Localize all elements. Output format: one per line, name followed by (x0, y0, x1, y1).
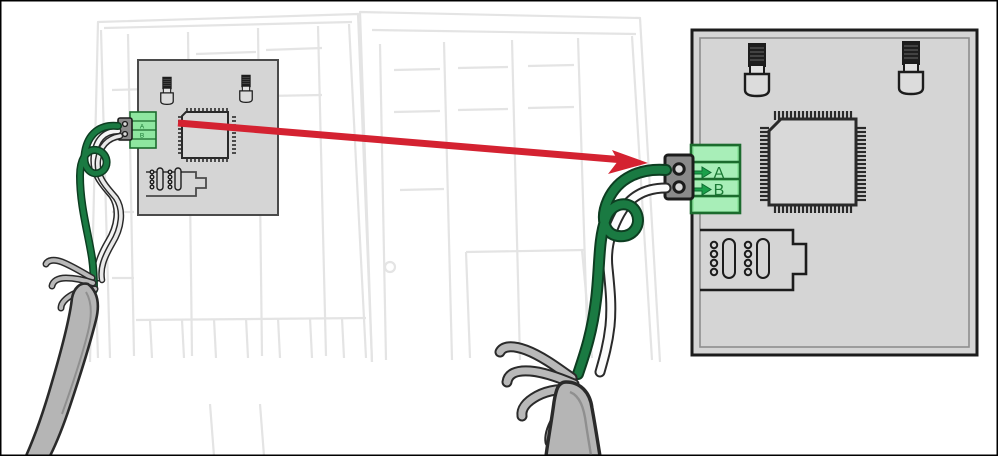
overview-pad-region (146, 171, 207, 197)
overview-cable-jacket (24, 282, 100, 456)
overview-ic (178, 108, 236, 162)
overview-pad-group-1 (149, 167, 164, 191)
overview-terminal-label-a: A (140, 124, 145, 131)
terminal-label-a: A (714, 165, 725, 182)
detail-ic (760, 111, 866, 213)
detail-pad-region (700, 228, 808, 292)
terminal-label-b: B (714, 182, 725, 199)
detail-pad-group-2 (743, 238, 770, 279)
overview-terminal-label-b: B (140, 133, 144, 140)
detail-cable-jacket (544, 380, 602, 456)
overview-board: A B (117, 59, 279, 216)
overview-terminal-block: A B (129, 111, 157, 149)
overview-cable-assembly (75, 121, 125, 294)
ic-pins-right (857, 126, 866, 202)
detail-terminal-block: A B (689, 143, 742, 215)
detail-pad-group-1 (709, 238, 736, 279)
overview-pad-group-2 (167, 167, 182, 191)
detail-board (690, 28, 979, 357)
detail-callout-arrow (177, 119, 648, 174)
detail-cable-assembly (572, 163, 672, 380)
detail-plug (663, 153, 695, 201)
